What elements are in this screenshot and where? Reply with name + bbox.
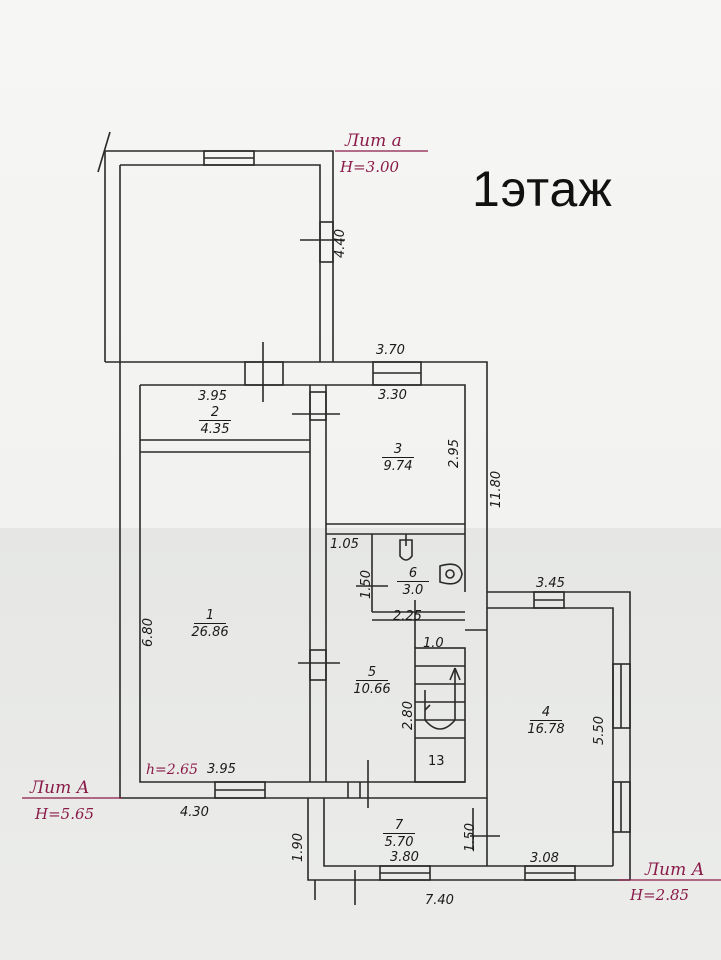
room-area: 5.70 (384, 835, 414, 850)
door-room1 (309, 649, 327, 681)
room-4: 4 16.78 (516, 705, 576, 737)
door-room3 (309, 391, 327, 421)
room-area: 16.78 (527, 722, 565, 737)
lit-label-text: Лит А (30, 778, 90, 798)
room-number: 1 (194, 608, 226, 624)
lit-label-main: Лит А (30, 779, 90, 797)
lit-label-text: Лит а (345, 131, 402, 151)
dim-7-40: 7.40 (425, 893, 454, 908)
dim-2-80: 2.80 (400, 701, 416, 730)
lit-height-a1: H=2.85 (630, 886, 690, 904)
wall-lit-a-outer (104, 150, 334, 362)
dim-3-95-top: 3.95 (198, 389, 227, 404)
lit-height-main: H=5.65 (35, 805, 95, 823)
room-area: 9.74 (383, 459, 413, 474)
dim-4-30: 4.30 (180, 805, 209, 820)
dim-6-80: 6.80 (140, 618, 156, 647)
dim-3-08: 3.08 (530, 851, 559, 866)
room-3: 3 9.74 (368, 442, 428, 474)
staircase (414, 647, 466, 783)
floor-title: 1этаж (472, 161, 613, 217)
dim-5-50: 5.50 (591, 716, 607, 745)
room-number: 7 (383, 818, 415, 834)
room-number: 3 (382, 442, 414, 458)
inner-height: h=2.65 (146, 762, 198, 778)
dim-1-50-b: 1.50 (462, 823, 478, 852)
room-6: 6 3.0 (383, 566, 443, 598)
stair-label: 13 (428, 754, 445, 769)
wall-room7 (307, 798, 630, 881)
dim-1-0: 1.0 (423, 636, 444, 651)
room-area: 10.66 (353, 682, 391, 697)
dim-3-70: 3.70 (376, 343, 405, 358)
room-number: 4 (530, 705, 562, 721)
dim-1-50-a: 1.50 (358, 570, 374, 599)
room-area: 26.86 (191, 625, 229, 640)
lit-height-small: H=3.00 (340, 158, 400, 176)
toilet-icon (439, 563, 463, 585)
lit-label-small: Лит а (345, 132, 402, 150)
room-1: 1 26.86 (180, 608, 240, 640)
wall-main-outer (105, 361, 488, 799)
dim-3-45: 3.45 (536, 576, 565, 591)
dim-3-95-bottom: 3.95 (207, 762, 236, 777)
dim-4-40: 4.40 (332, 229, 348, 258)
room-2: 2 4.35 (185, 405, 245, 437)
room-7: 7 5.70 (369, 818, 429, 850)
section-mark (97, 131, 111, 173)
room-5: 5 10.66 (342, 665, 402, 697)
dim-1-05: 1.05 (330, 537, 359, 552)
dim-3-30: 3.30 (378, 388, 407, 403)
dim-2-25: 2.25 (393, 609, 422, 624)
lit-label-a1: Лит А (645, 861, 705, 879)
room-area: 3.0 (402, 583, 424, 598)
door-lit-a (319, 221, 334, 263)
door-top-main (244, 361, 284, 386)
dim-2-95: 2.95 (446, 439, 462, 468)
room-area: 4.35 (200, 422, 230, 437)
room-number: 5 (356, 665, 388, 681)
dim-3-80: 3.80 (390, 850, 419, 865)
room-number: 6 (397, 566, 429, 582)
dim-11-80: 11.80 (489, 470, 505, 509)
lit-label-text: Лит А (645, 860, 705, 880)
dim-1-90: 1.90 (290, 833, 306, 862)
room-number: 2 (199, 405, 231, 421)
sink-icon (399, 539, 413, 561)
